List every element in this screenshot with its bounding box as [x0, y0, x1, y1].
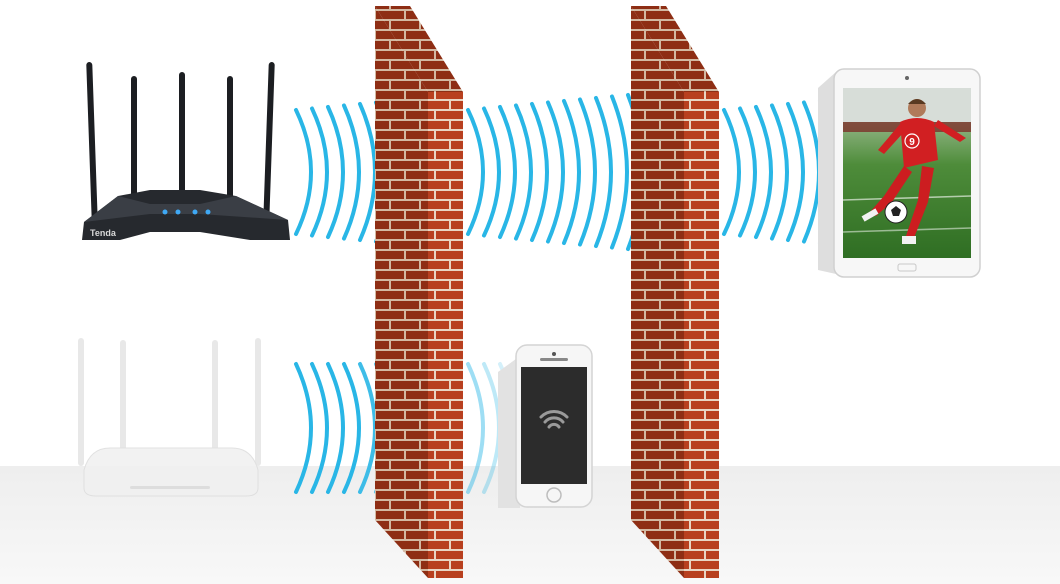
signal-wave — [578, 97, 597, 247]
signal-wave — [326, 362, 345, 494]
signal-wave — [770, 103, 789, 241]
signal-wave — [530, 102, 549, 242]
wifi-icon — [539, 410, 569, 429]
signal-wave — [294, 108, 313, 236]
signal-wave — [754, 105, 773, 239]
signal-wave — [342, 362, 361, 494]
router-secondary — [78, 338, 261, 497]
soccer-player: 9 — [861, 99, 966, 244]
signal-wave — [294, 362, 313, 494]
signal-wave — [722, 108, 741, 236]
signal-wave — [358, 102, 377, 242]
signal-wave — [310, 362, 329, 494]
router-brand-label: Tenda — [90, 228, 117, 238]
signal-wave — [466, 108, 485, 236]
signal-wave — [482, 106, 501, 238]
tablet: 9 — [818, 68, 981, 278]
brick-wall-right — [631, 6, 719, 578]
signal-wave — [562, 99, 581, 245]
signal-wave — [514, 103, 533, 241]
wifi-router-icon — [78, 338, 261, 497]
signal-wave — [610, 94, 629, 250]
signal-wave — [342, 103, 361, 241]
signal-wave — [738, 106, 757, 238]
signal-wave — [498, 105, 517, 239]
signal-wave — [786, 102, 805, 242]
signal-wave — [466, 362, 485, 494]
player-number: 9 — [909, 137, 915, 148]
brick-wall-left — [375, 6, 463, 578]
signal-wave — [310, 106, 329, 238]
wifi-router-icon — [82, 62, 290, 240]
smartphone — [498, 344, 593, 508]
tablet-screen: 9 — [842, 88, 972, 258]
signal-wave — [802, 100, 821, 244]
router-primary: Tenda — [82, 62, 290, 240]
signal-wave — [326, 105, 345, 239]
signal-wave — [594, 96, 613, 248]
signal-wave — [546, 100, 565, 244]
